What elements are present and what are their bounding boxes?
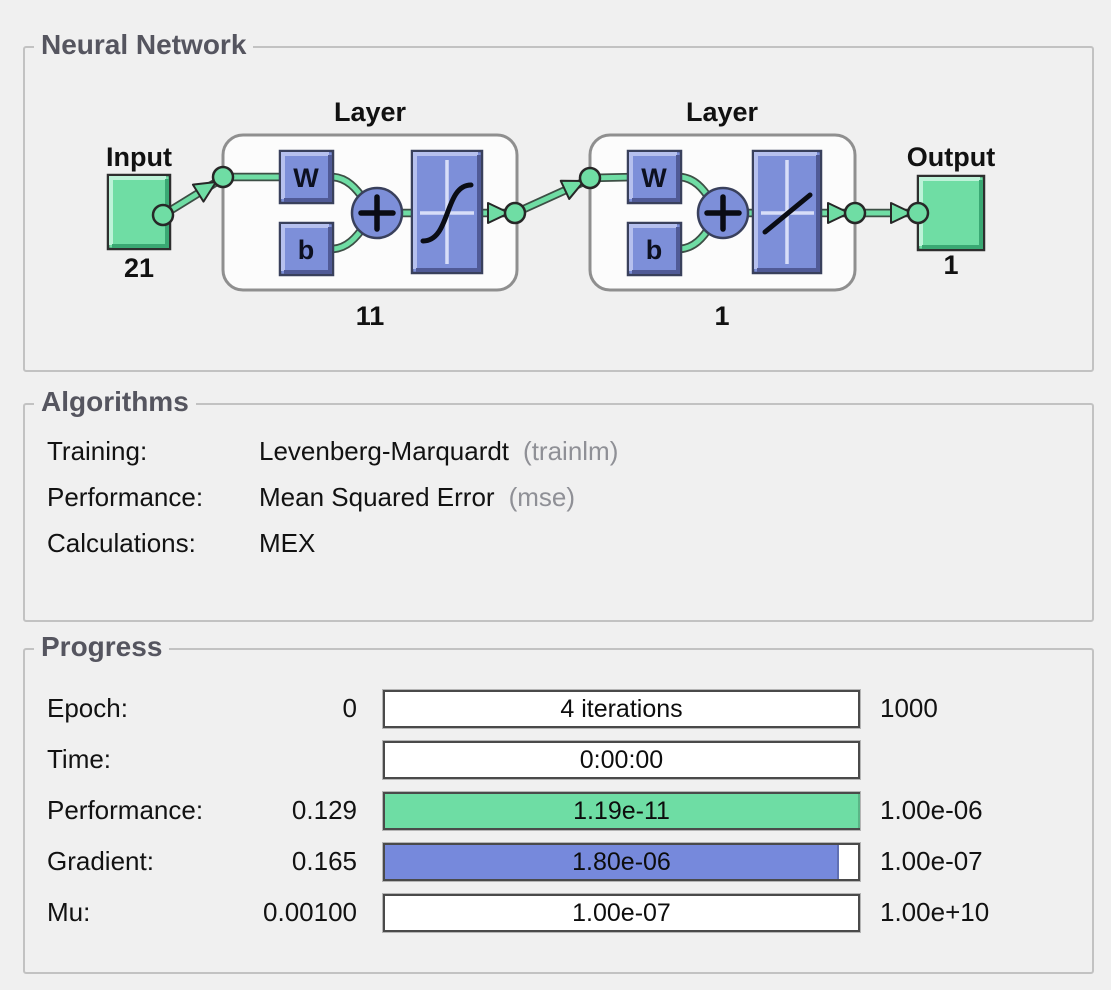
output-label: Output xyxy=(907,142,995,172)
training-label: Training: xyxy=(47,436,148,466)
neural-network-group: Neural Network xyxy=(23,29,1094,372)
progress-rows: Epoch: 0 4 iterations 1000 Time: 0:00:00… xyxy=(25,650,1092,938)
arrowhead-icon xyxy=(487,202,510,224)
time-label: Time: xyxy=(47,744,112,774)
epoch-stop-value: 1000 xyxy=(880,693,938,723)
calculations-label: Calculations: xyxy=(47,528,196,558)
bias-label: b xyxy=(298,235,315,265)
progress-row-mu: Mu: 0.00100 1.00e-07 1.00e+10 xyxy=(25,887,1092,938)
weight-label: W xyxy=(641,163,667,193)
network-diagram: W b W b xyxy=(106,97,995,331)
performance-bar-fill xyxy=(385,793,860,828)
algorithms-rows: Training: Levenberg-Marquardt (trainlm) Pe… xyxy=(25,405,1092,566)
training-value: Levenberg-Marquardt xyxy=(259,436,510,466)
mu-start-value: 0.00100 xyxy=(263,897,357,927)
output-size: 1 xyxy=(943,250,958,280)
epoch-bar-value: 4 iterations xyxy=(560,694,683,723)
progress-group: Progress Epoch: 0 4 iterations 1000 Time… xyxy=(23,631,1094,974)
gradient-start-value: 0.165 xyxy=(291,846,357,876)
performance-stop-value: 1.00e-06 xyxy=(880,795,983,825)
layer1-bias-box: b xyxy=(278,221,335,277)
arrowhead-icon xyxy=(827,202,850,224)
mu-bar-value: 1.00e-07 xyxy=(572,898,671,927)
layer2-bias-box: b xyxy=(626,221,683,277)
gradient-stop-value: 1.00e-07 xyxy=(880,846,983,876)
arrowhead-icon xyxy=(191,181,217,203)
performance-label: Performance: xyxy=(47,482,204,512)
time-progress-bar: 0:00:00 xyxy=(382,739,861,780)
gradient-bar-value: 1.80e-06 xyxy=(572,847,671,876)
layer2-sum-icon xyxy=(696,186,750,240)
weight-label: W xyxy=(293,163,319,193)
neural-network-group-title: Neural Network xyxy=(34,29,254,61)
bias-label: b xyxy=(646,235,663,265)
mu-progress-bar: 1.00e-07 xyxy=(382,892,861,933)
arrowhead-icon xyxy=(559,179,585,200)
mu-label: Mu: xyxy=(47,897,91,927)
algorithm-row-training: Training: Levenberg-Marquardt (trainlm) xyxy=(47,428,1092,474)
layer2-label: Layer xyxy=(686,97,759,127)
mu-stop-value: 1.00e+10 xyxy=(880,897,990,927)
time-bar-value: 0:00:00 xyxy=(579,745,664,774)
layer1-weight-box: W xyxy=(278,149,335,205)
layer1-tansig-icon xyxy=(410,149,484,275)
algorithms-group: Algorithms Training: Levenberg-Marquardt (… xyxy=(23,386,1094,622)
arrowhead-icon xyxy=(890,202,913,224)
performance-progress-bar: 1.19e-11 xyxy=(382,790,861,831)
performance-value: Mean Squared Error xyxy=(259,482,495,512)
progress-row-epoch: Epoch: 0 4 iterations 1000 xyxy=(25,683,1092,734)
epoch-label: Epoch: xyxy=(47,693,128,723)
training-code: (trainlm) xyxy=(523,436,619,466)
gradient-bar-fill xyxy=(385,844,839,879)
layer1-size: 11 xyxy=(356,301,385,331)
layer1-sum-icon xyxy=(350,186,404,240)
layer2-weight-box: W xyxy=(626,149,683,205)
progress-group-title: Progress xyxy=(34,631,170,663)
performance-start-value: 0.129 xyxy=(291,795,357,825)
layer1-label: Layer xyxy=(334,97,407,127)
epoch-start-value: 0 xyxy=(342,693,357,723)
algorithm-row-calculations: Calculations: MEX xyxy=(47,520,1092,566)
performance-progress-label: Performance: xyxy=(47,795,204,825)
progress-row-time: Time: 0:00:00 xyxy=(25,734,1092,785)
progress-row-gradient: Gradient: 0.165 1.80e-06 1.00e-07 xyxy=(25,836,1092,887)
signal-nodes xyxy=(151,165,930,227)
performance-code: (mse) xyxy=(508,482,575,512)
layer2-purelin-icon xyxy=(751,149,823,275)
performance-bar-value: 1.19e-11 xyxy=(573,796,670,825)
calculations-value: MEX xyxy=(259,528,316,558)
output-block xyxy=(916,174,986,252)
algorithm-row-performance: Performance: Mean Squared Error (mse) xyxy=(47,474,1092,520)
gradient-label: Gradient: xyxy=(47,846,154,876)
progress-row-performance: Performance: 0.129 1.19e-11 1.00e-06 xyxy=(25,785,1092,836)
gradient-progress-bar: 1.80e-06 xyxy=(382,841,861,882)
layer2-size: 1 xyxy=(714,301,729,331)
input-size: 21 xyxy=(124,253,154,283)
epoch-progress-bar: 4 iterations xyxy=(382,688,861,729)
algorithms-group-title: Algorithms xyxy=(34,386,196,418)
input-label: Input xyxy=(106,142,172,172)
